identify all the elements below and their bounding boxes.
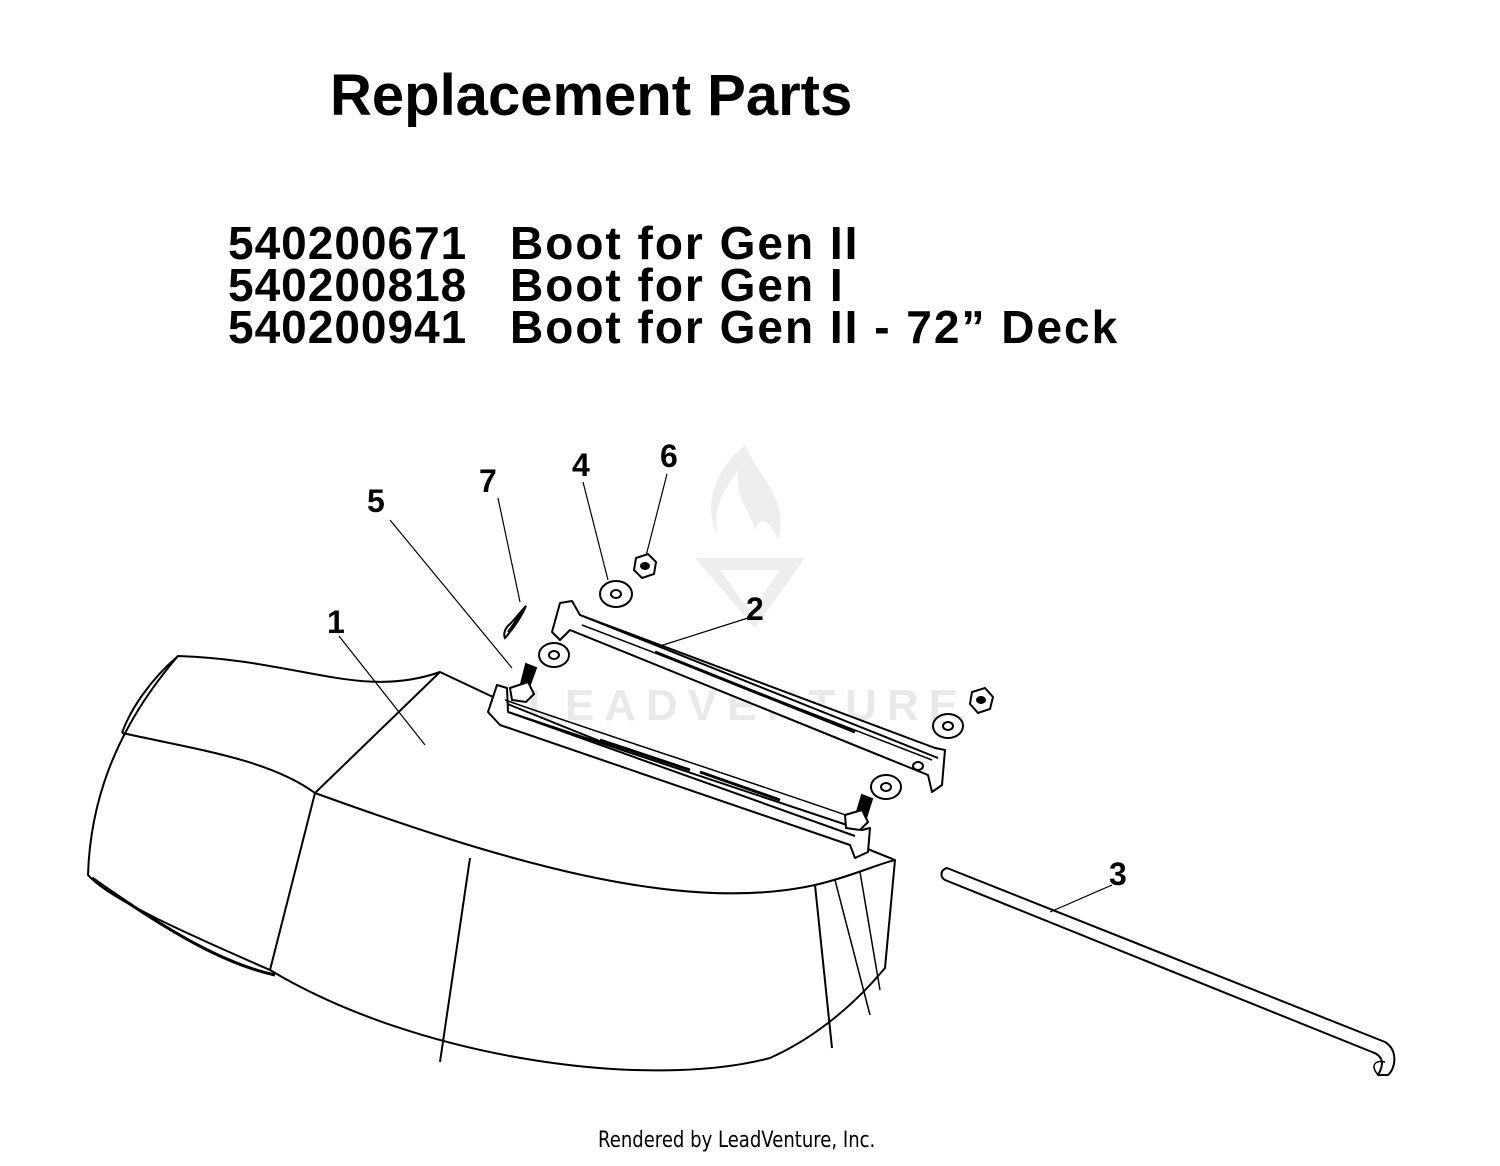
part-number: 540200941	[228, 301, 468, 353]
page-title: Replacement Parts	[330, 63, 853, 128]
part-bracket-lower	[487, 684, 871, 859]
part-description: Boot for Gen II - 72” Deck	[510, 301, 1120, 353]
footer-credit: Rendered by LeadVenture, Inc.	[598, 1128, 876, 1153]
part-number: 540200671	[228, 217, 468, 269]
callout-6: 6	[660, 438, 678, 474]
part-washers	[538, 580, 964, 800]
callout-4: 4	[572, 447, 590, 483]
part-bracket-upper	[551, 600, 946, 793]
part-cotter-pin	[503, 605, 527, 640]
part-row: 540200818 Boot for Gen I	[228, 259, 1119, 311]
callout-5: 5	[367, 483, 385, 519]
part-rod	[940, 867, 1396, 1076]
part-description: Boot for Gen I	[510, 259, 845, 311]
part-bolts	[508, 662, 874, 832]
callout-1: 1	[327, 604, 345, 640]
watermark: LEADVENTURE	[528, 445, 958, 730]
leader-lines	[338, 473, 1113, 913]
part-row: 540200941 Boot for Gen II - 72” Deck	[228, 301, 1120, 353]
flame-v-logo-icon	[710, 445, 781, 540]
callout-2: 2	[746, 591, 764, 627]
callout-3: 3	[1109, 856, 1127, 892]
part-row: 540200671 Boot for Gen II	[228, 217, 1119, 269]
watermark-v-shape	[695, 558, 805, 628]
callouts: 1 2 3 4 5 6 7	[327, 438, 1127, 892]
part-description: Boot for Gen II	[510, 217, 860, 269]
part-nuts	[632, 552, 995, 715]
part-number: 540200818	[228, 259, 468, 311]
part-boot	[87, 655, 896, 1072]
callout-7: 7	[479, 463, 497, 499]
